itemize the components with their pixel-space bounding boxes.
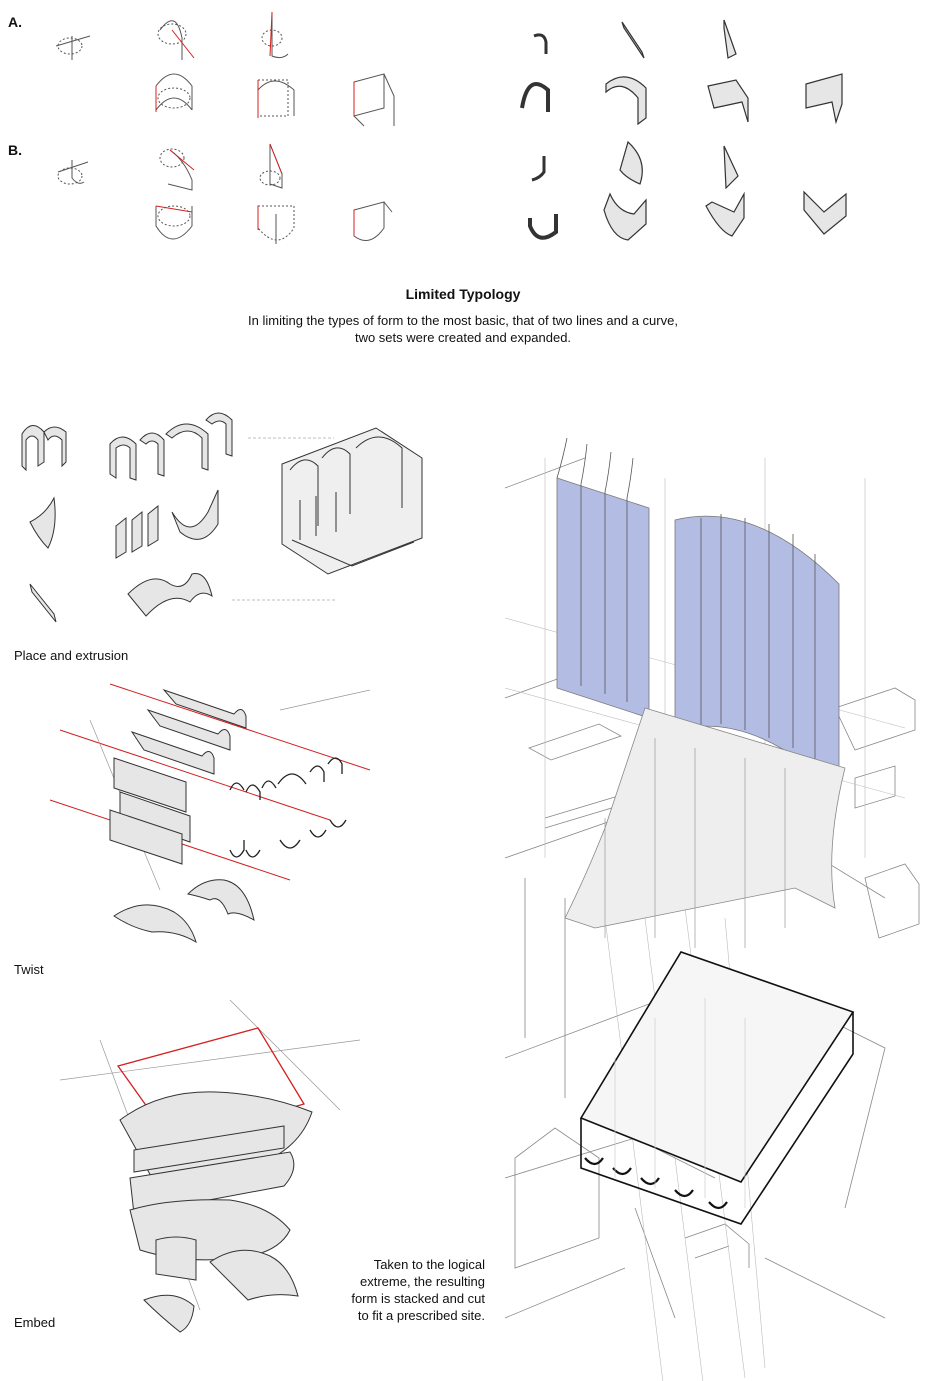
sketch-b2-3 <box>354 202 392 241</box>
sketch-b1-1 <box>58 160 88 184</box>
solid-b2-4 <box>804 192 846 234</box>
step-label-place: Place and extrusion <box>14 648 128 663</box>
side-note: Taken to the logical extreme, the result… <box>345 1256 485 1324</box>
solid-a2-4 <box>806 74 842 122</box>
sketch-a1-1 <box>56 36 90 60</box>
solid-a2-3 <box>708 80 748 122</box>
sketch-a1-2 <box>158 21 194 60</box>
solid-b2-1 <box>530 214 556 238</box>
step-label-twist: Twist <box>14 962 44 977</box>
sketch-a2-3 <box>354 74 394 126</box>
place-extrusion-diagram <box>0 400 470 630</box>
twist-diagram <box>40 680 440 970</box>
sketch-a2-1 <box>156 74 192 112</box>
typology-matrix <box>0 0 926 260</box>
solid-a2-1 <box>522 84 548 112</box>
sketch-b1-3 <box>260 144 282 188</box>
solid-a2-2 <box>606 77 646 124</box>
solid-a1-1 <box>534 35 546 54</box>
solid-b1-1 <box>532 156 544 180</box>
solid-b2-2 <box>604 194 646 240</box>
sketch-a1-3 <box>262 12 288 58</box>
embed-diagram <box>60 1000 390 1330</box>
solid-b1-2 <box>620 142 642 184</box>
step-label-embed: Embed <box>14 1315 55 1330</box>
caption-text: In limiting the types of form to the mos… <box>240 312 686 346</box>
solid-b2-3 <box>706 194 744 236</box>
solid-b1-3 <box>724 146 738 188</box>
sketch-b1-2 <box>160 149 194 190</box>
sketch-a2-2 <box>258 80 294 118</box>
solid-a1-3 <box>724 20 736 58</box>
sketch-b2-1 <box>156 206 192 239</box>
sketch-b2-2 <box>258 206 294 244</box>
solid-a1-2 <box>622 22 644 58</box>
tower-axonometric <box>505 438 925 1338</box>
caption-title: Limited Typology <box>0 286 926 302</box>
